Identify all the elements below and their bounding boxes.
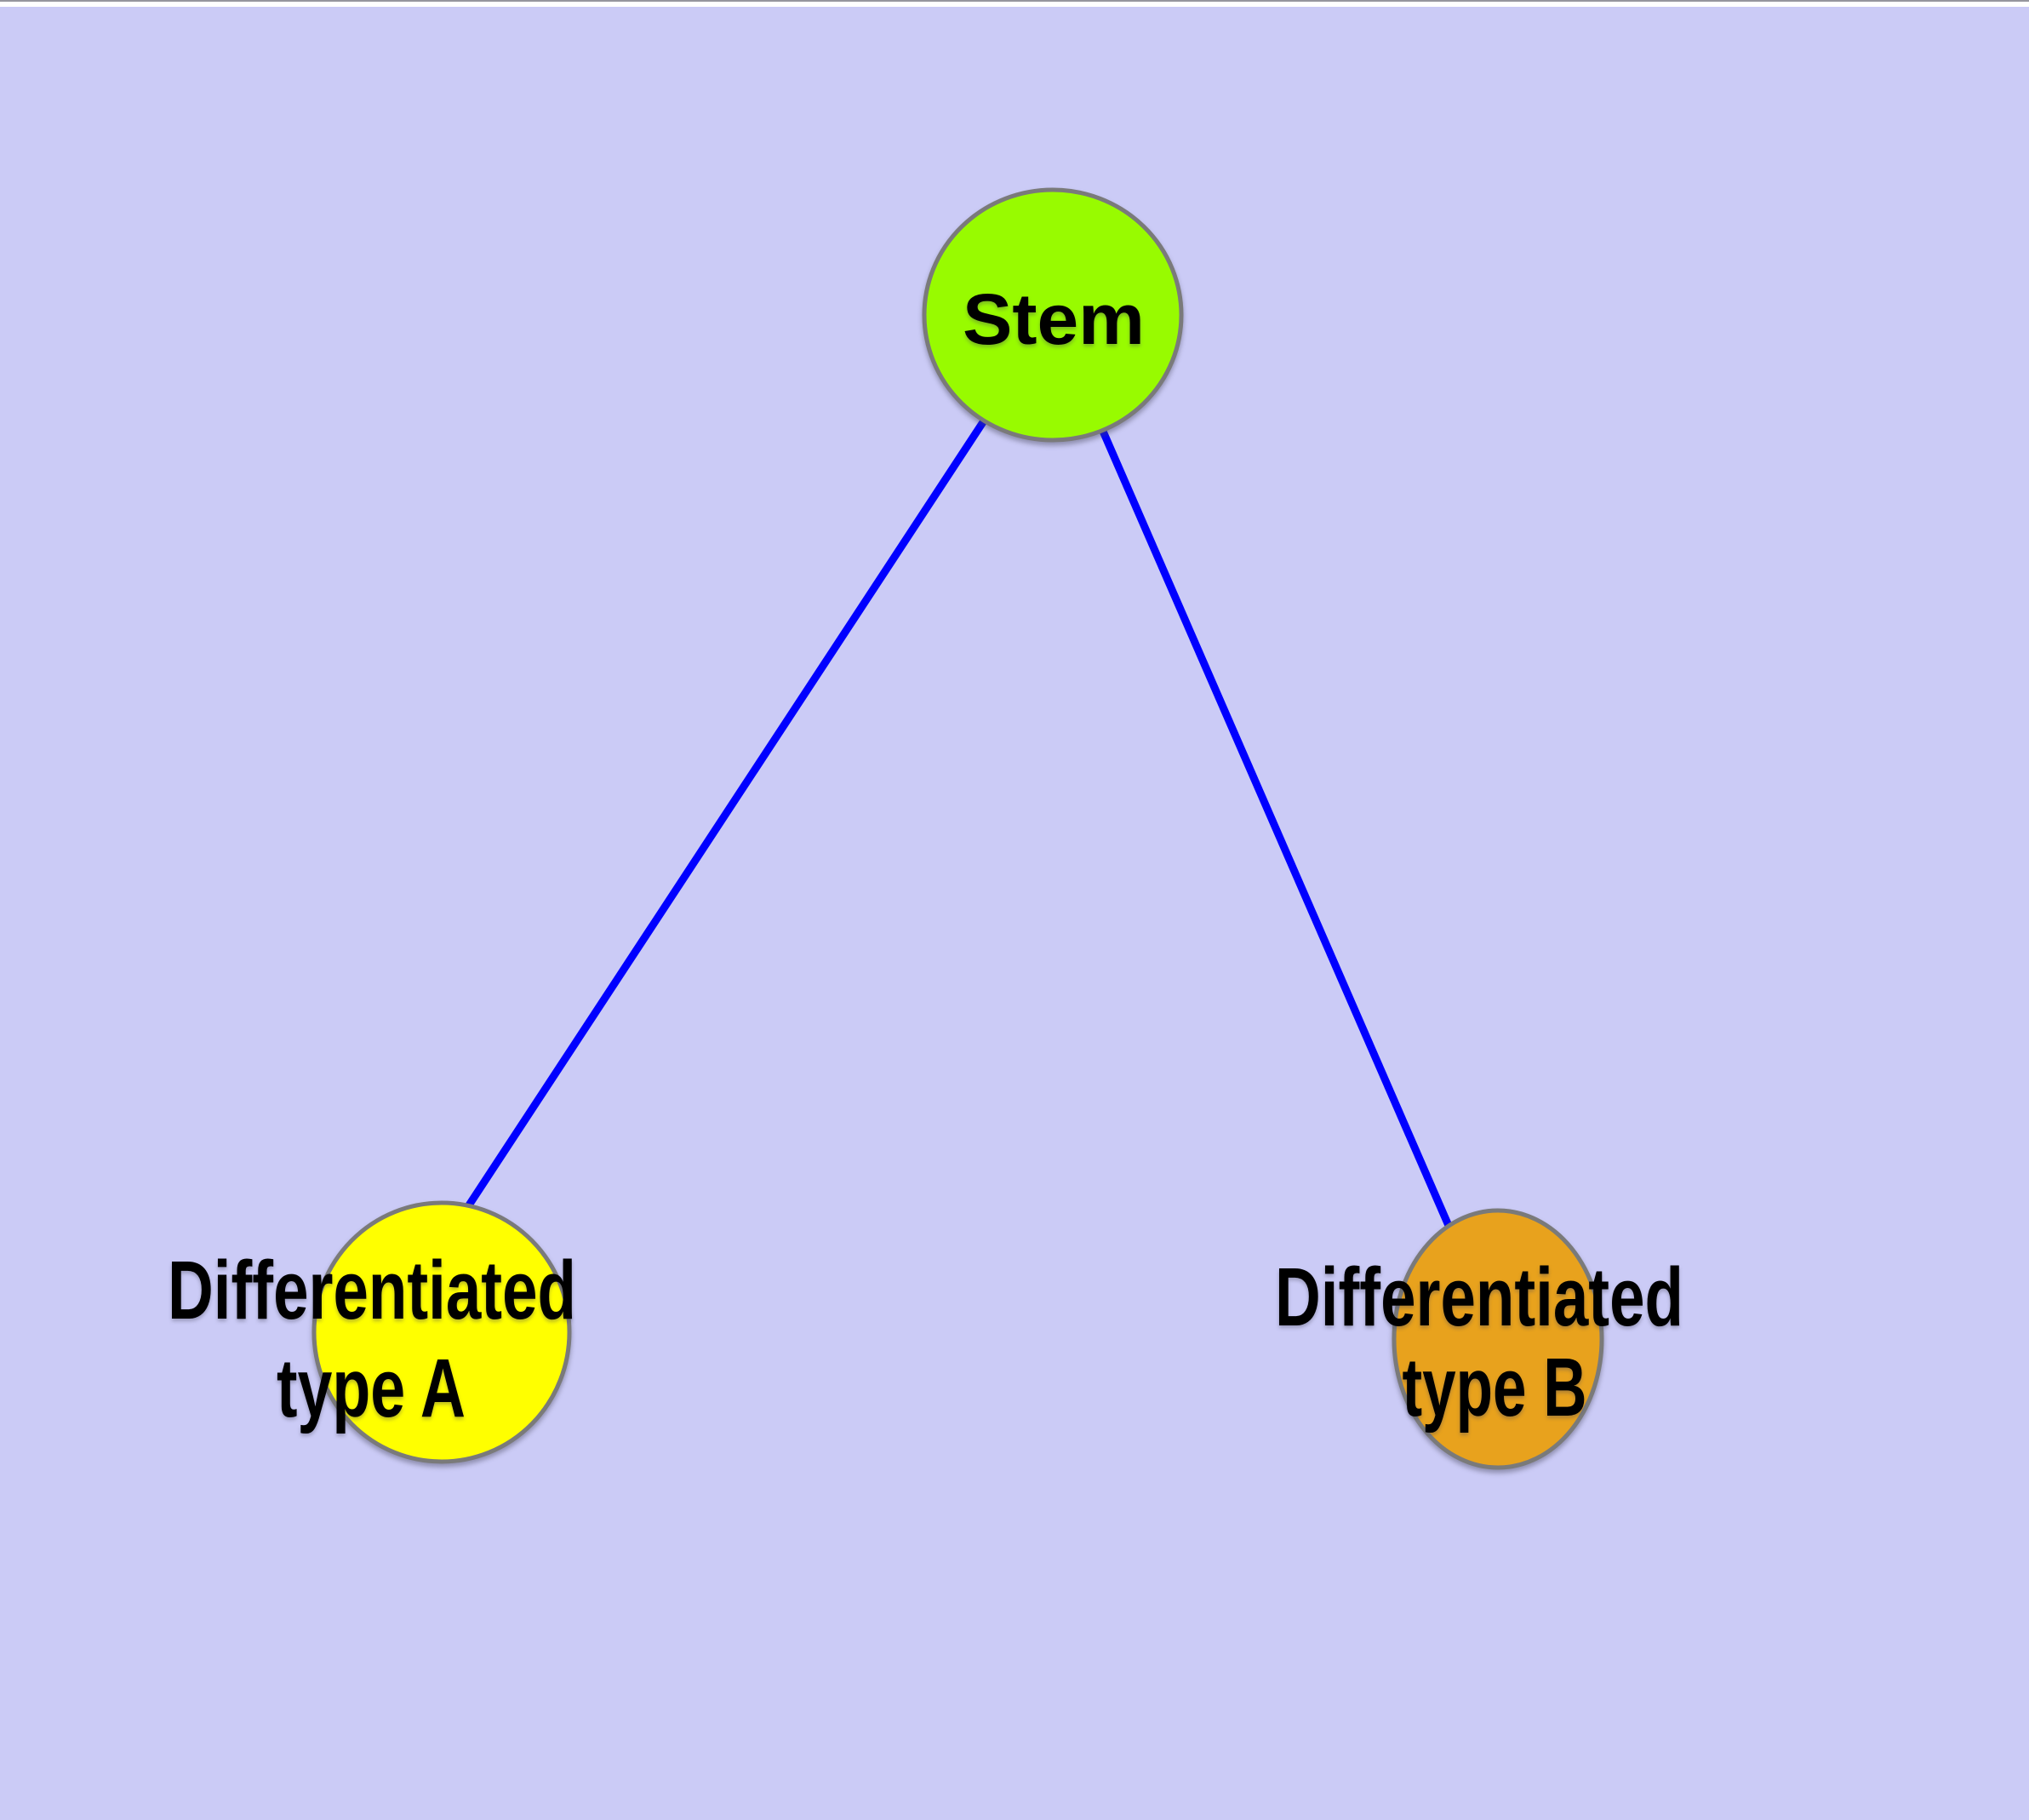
edge-stem-to-type-a: [382, 313, 1056, 1335]
node-type-a-label-line1: Differentiated: [168, 1244, 576, 1336]
node-group: [311, 187, 1604, 1470]
label-group: Stem Differentiated type A Differentiate…: [168, 279, 1683, 1434]
edge-stem-to-type-b: [1049, 314, 1502, 1341]
top-rule: [0, 0, 2029, 2]
node-type-a-circle: [311, 1200, 572, 1464]
node-type-b-label-line1: Differentiated: [1275, 1251, 1683, 1343]
node-stem-label: Stem: [963, 279, 1145, 359]
node-type-b-circle: [1392, 1208, 1604, 1470]
top-margin-strip: [0, 0, 2029, 7]
node-stem-circle: [922, 187, 1184, 443]
node-type-b-label-line2: type B: [1403, 1341, 1587, 1434]
edge-group: [382, 313, 1502, 1341]
node-type-a-label-line2: type A: [277, 1342, 466, 1434]
